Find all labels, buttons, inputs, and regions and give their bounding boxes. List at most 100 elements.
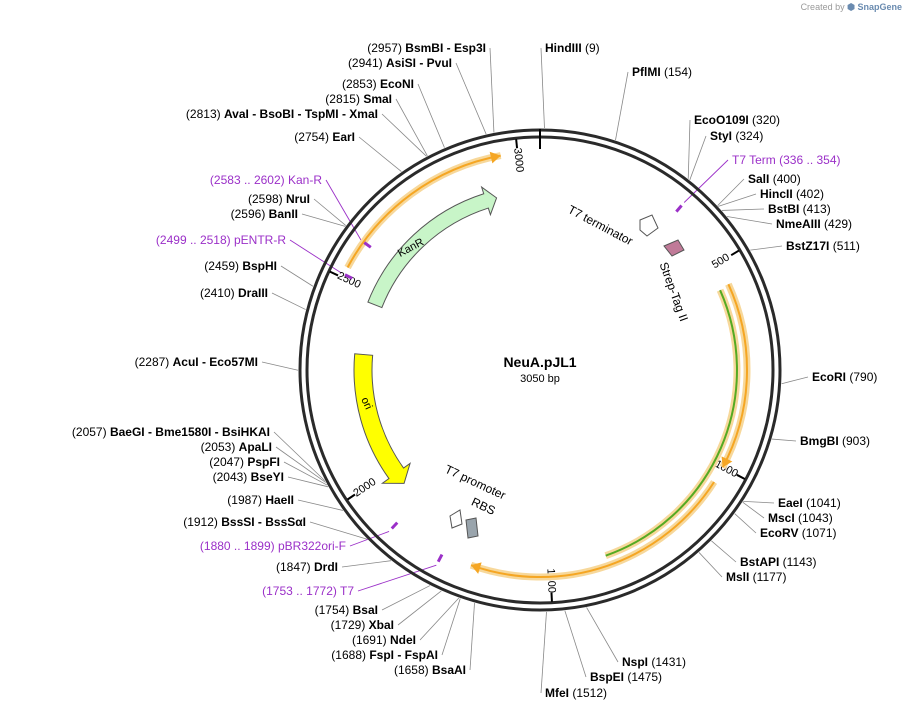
primer-label: (2499 .. 2518) pENTR-R [156, 233, 286, 247]
enzyme-connector [309, 521, 367, 540]
enzyme-connector [341, 560, 392, 568]
enzyme-connector [721, 208, 765, 211]
enzyme-connector [734, 513, 757, 534]
enzyme-label: BstAPI (1143) [740, 555, 816, 569]
enzyme-label: (2053) ApaLI [201, 440, 272, 454]
enzyme-label: (2815) SmaI [325, 92, 392, 106]
ori-feature [353, 353, 411, 484]
enzyme-connector [750, 245, 783, 251]
enzyme-connector [564, 610, 587, 678]
enzyme-connector [417, 83, 445, 148]
enzyme-connector [441, 598, 461, 656]
enzyme-label: (2754) EarI [294, 130, 355, 144]
enzyme-label: (1658) BsaAI [394, 663, 466, 677]
enzyme-label: SalI (400) [748, 172, 801, 186]
enzyme-label: StyI (324) [710, 129, 763, 143]
enzyme-label: (2598) NruI [248, 192, 310, 206]
enzyme-label: (2813) AvaI - BsoBI - TspMI - XmaI [186, 107, 378, 121]
enzyme-label: PflMI (154) [632, 65, 692, 79]
plasmid-length: 3050 bp [520, 373, 560, 385]
enzyme-connector [717, 178, 745, 206]
plasmid-name: NeuA.pJL1 [503, 354, 576, 370]
orange-arc-right-outer [721, 283, 748, 468]
primer-label: (1880 .. 1899) pBR322ori-F [200, 539, 346, 553]
enzyme-label: EaeI (1041) [778, 496, 841, 510]
credit-prefix: Created by [800, 2, 845, 12]
tick-mark [730, 249, 740, 257]
enzyme-label: BspEI (1475) [590, 670, 662, 684]
green-arc-right [605, 289, 738, 557]
enzyme-connector [261, 361, 299, 371]
tick-label: 2500 [335, 270, 362, 291]
enzyme-label: BstZ17I (511) [786, 239, 860, 253]
t7-terminator-label: T7 terminator [566, 202, 636, 248]
enzyme-connector [727, 216, 773, 225]
rbs-icon [465, 517, 479, 539]
enzyme-connector [358, 136, 402, 172]
enzyme-connector [586, 607, 619, 663]
orange-arc-bottom-halo [469, 480, 718, 581]
t7-terminator-icon [639, 214, 659, 237]
orange-arc-bottom [470, 481, 715, 579]
enzyme-label: (2596) BanII [231, 207, 298, 221]
enzyme-connector [275, 446, 326, 483]
orange-arc-top [346, 154, 501, 268]
enzyme-label: (2957) BsmBI - Esp3I [367, 41, 486, 55]
enzyme-connector [781, 376, 809, 385]
enzyme-connector [540, 611, 547, 694]
enzyme-connector [743, 500, 775, 504]
primer-connector [683, 159, 729, 203]
enzyme-label: (1691) NdeI [352, 633, 416, 647]
enzyme-connector [419, 597, 460, 641]
enzyme-label: (2410) DraIII [200, 286, 268, 300]
orange-arc-right-outer-head [721, 456, 733, 468]
primer-mark [436, 553, 444, 563]
enzyme-label: MscI (1043) [768, 511, 833, 525]
enzyme-connector [540, 47, 545, 129]
tick-mark [346, 493, 356, 501]
ori-label: ori [358, 395, 374, 411]
strep-tag-label: Strep-Tag II [657, 260, 691, 323]
enzyme-connector [271, 292, 306, 310]
enzyme-label: NmeAIII (429) [776, 217, 852, 231]
primer-label: (2583 .. 2602) Kan-R [210, 173, 322, 187]
credit-label: Created by ⬢ SnapGene [801, 2, 902, 13]
tick-label: 1500 [544, 568, 557, 593]
primer-mark [390, 521, 399, 530]
primer-label: T7 Term (336 .. 354) [732, 153, 841, 167]
tick-label: 3000 [511, 147, 525, 173]
enzyme-connector [381, 113, 427, 157]
enzyme-label: HindIII (9) [545, 41, 600, 55]
enzyme-connector [698, 552, 723, 578]
enzyme-label: (1729) XbaI [331, 618, 394, 632]
enzyme-connector [297, 499, 343, 511]
orange-arc-top-head [489, 151, 501, 164]
tick-label: 500 [710, 251, 732, 271]
backbone-inner-ring [305, 135, 775, 605]
enzyme-connector [301, 213, 346, 227]
enzyme-label: (2941) AsiSI - PvuI [348, 56, 452, 70]
enzyme-label: (2057) BaeGI - Bme1580I - BsiHKAI [72, 425, 270, 439]
enzyme-connector [771, 438, 797, 442]
enzyme-label: (2287) AcuI - Eco57MI [135, 355, 258, 369]
enzyme-connector [687, 119, 691, 179]
enzyme-label: (1688) FspI - FspAI [331, 648, 438, 662]
enzyme-label: BstBI (413) [768, 202, 831, 216]
enzyme-connector [283, 461, 328, 486]
primer-mark [344, 273, 353, 280]
enzyme-label: (2043) BseYI [213, 470, 284, 484]
orange-arc-bottom-head [470, 562, 482, 574]
enzyme-label: EcoRV (1071) [760, 526, 837, 540]
enzyme-connector [469, 602, 475, 671]
enzyme-label: (1912) BssSI - BssSαI [183, 515, 306, 529]
enzyme-label: (2459) BspHI [204, 259, 277, 273]
enzyme-connector [273, 431, 326, 481]
enzyme-label: (1847) DrdI [276, 560, 338, 574]
enzyme-connector [689, 135, 707, 181]
tick-label: 2000 [351, 476, 378, 500]
snapgene-brand: SnapGene [857, 2, 902, 12]
enzyme-label: MfeI (1512) [545, 686, 607, 700]
enzyme-label: MslI (1177) [726, 570, 786, 584]
kanr-feature [367, 185, 498, 309]
enzyme-label: (1754) BsaI [315, 603, 378, 617]
